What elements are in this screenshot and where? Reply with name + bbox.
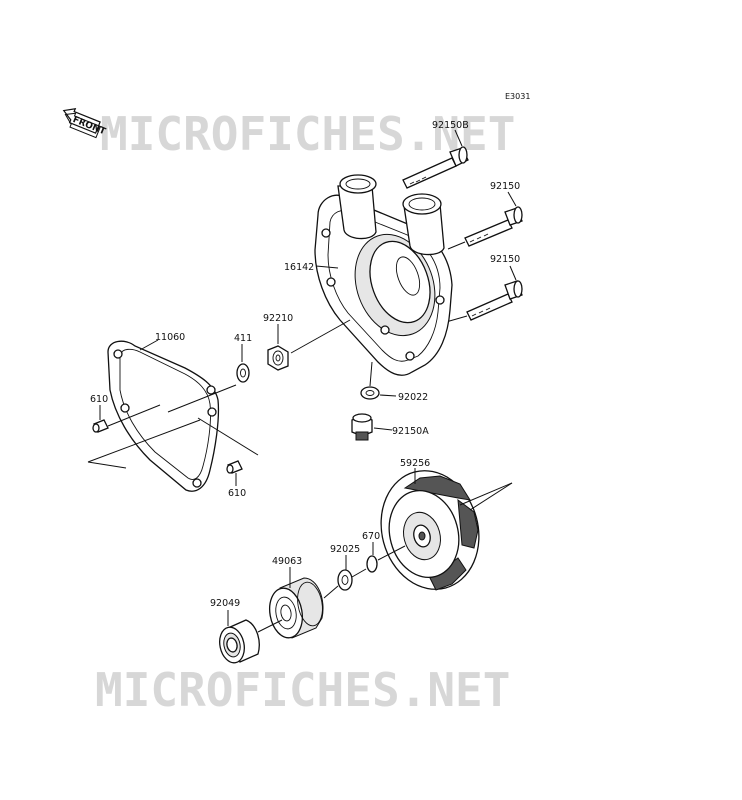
- impeller-59256: [380, 470, 480, 591]
- leader-11060: [139, 339, 159, 351]
- label-92150B: 92150B: [432, 120, 469, 131]
- label-92150A: 92150A: [392, 426, 429, 437]
- label-11060: 11060: [155, 332, 185, 343]
- leader-92150B: [454, 129, 463, 147]
- leader-16142: [315, 265, 339, 269]
- pump-cover-16142: [314, 174, 453, 376]
- bolt-92150-upper: [464, 206, 523, 247]
- label-92150-lower: 92150: [490, 254, 520, 265]
- bolt-92150-lower: [466, 280, 523, 321]
- label-92022: 92022: [398, 392, 428, 403]
- dowel-pin-610-right: [226, 460, 243, 474]
- watermark-bottom: MICROFICHES.NET: [95, 663, 510, 717]
- label-92049: 92049: [210, 598, 240, 609]
- label-92210: 92210: [263, 313, 293, 324]
- leader-92022: [379, 394, 397, 397]
- label-16142: 16142: [284, 262, 314, 273]
- leader-92150A: [373, 427, 393, 431]
- washer-411: [236, 363, 250, 383]
- label-92150-upper: 92150: [490, 181, 520, 192]
- label-92025: 92025: [330, 544, 360, 555]
- leader-92150-upper: [507, 191, 517, 207]
- washer-92025: [337, 569, 353, 591]
- label-610-right: 610: [228, 488, 246, 499]
- leader-92150-lower: [509, 265, 517, 281]
- plug-92150A: [351, 413, 373, 441]
- label-59256: 59256: [400, 458, 430, 469]
- label-610-left: 610: [90, 394, 108, 405]
- watermark-top: MICROFICHES.NET: [100, 107, 515, 161]
- nut-92210: [267, 345, 289, 371]
- mechanical-seal-49063: [269, 577, 324, 639]
- diagram-code: E3031: [505, 92, 530, 101]
- gasket-11060: [107, 340, 220, 492]
- label-670: 670: [362, 531, 380, 542]
- dowel-pin-610-left: [92, 419, 109, 433]
- bolt-92150B: [402, 146, 469, 189]
- label-49063: 49063: [272, 556, 302, 567]
- bearing-92049: [219, 619, 260, 664]
- label-411: 411: [234, 333, 252, 344]
- o-ring-670: [366, 555, 378, 573]
- washer-92022: [360, 386, 380, 400]
